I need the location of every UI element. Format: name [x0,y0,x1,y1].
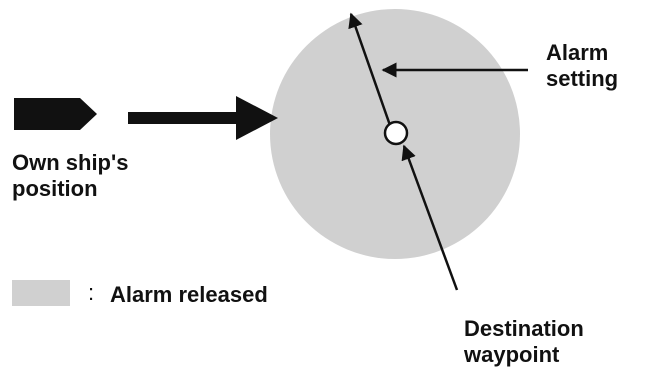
alarm-radius-arrow [348,12,394,132]
own-ship-icon [14,98,97,130]
alarm-setting-label: Alarm setting [546,40,619,91]
legend-separator: : [88,280,95,305]
heading-arrow-head [236,96,278,140]
legend-label: Alarm released [110,282,268,307]
destination-pointer [401,144,459,291]
own-ship-label: Own ship's position [12,150,129,201]
legend-swatch [12,280,70,306]
destination-waypoint-label: Destination waypoint [464,316,584,367]
destination-waypoint-marker [383,120,409,146]
